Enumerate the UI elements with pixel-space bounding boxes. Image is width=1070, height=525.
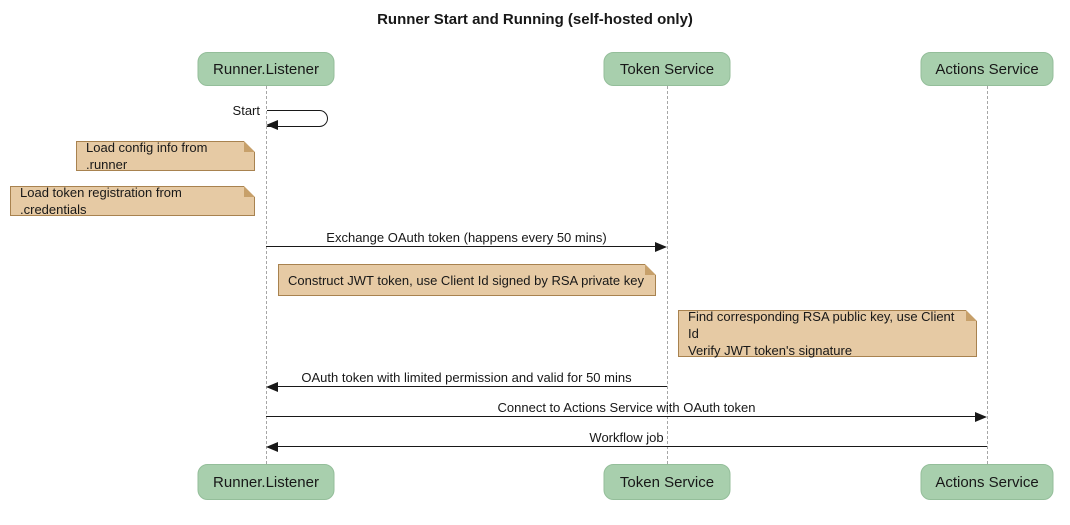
arrowhead-right-icon bbox=[975, 412, 987, 422]
participant-label: Token Service bbox=[619, 473, 715, 491]
arrowhead-left-icon bbox=[266, 120, 278, 130]
participant-label: Actions Service bbox=[935, 473, 1039, 491]
lifeline-actions-service bbox=[987, 86, 988, 464]
message-oauth-token-back-line bbox=[278, 386, 667, 387]
message-exchange-oauth-line bbox=[266, 246, 655, 247]
diagram-title: Runner Start and Running (self-hosted on… bbox=[377, 11, 693, 28]
message-workflow-job-label: Workflow job bbox=[589, 430, 664, 445]
arrowhead-right-icon bbox=[655, 242, 667, 252]
self-message-start-label: Start bbox=[232, 103, 260, 118]
message-oauth-token-back-label: OAuth token with limited permission and … bbox=[301, 370, 632, 385]
message-connect-actions-label: Connect to Actions Service with OAuth to… bbox=[497, 400, 756, 415]
message-workflow-job-line bbox=[278, 446, 987, 447]
arrowhead-left-icon bbox=[266, 382, 278, 392]
participant-label: Actions Service bbox=[935, 60, 1039, 78]
note-load-config: Load config info from .runner bbox=[76, 140, 255, 172]
arrowhead-left-icon bbox=[266, 442, 278, 452]
note-load-token-registration: Load token registration from .credential… bbox=[10, 185, 255, 217]
participant-runner-listener-bottom: Runner.Listener bbox=[197, 464, 335, 500]
participant-label: Runner.Listener bbox=[213, 473, 319, 491]
lifeline-runner-listener bbox=[266, 86, 267, 464]
participant-actions-service-bottom: Actions Service bbox=[920, 464, 1054, 500]
self-message-loop bbox=[267, 110, 328, 127]
participant-token-service-bottom: Token Service bbox=[603, 464, 731, 500]
participant-label: Runner.Listener bbox=[213, 60, 319, 78]
participant-actions-service-top: Actions Service bbox=[920, 52, 1054, 86]
note-find-rsa-key: Find corresponding RSA public key, use C… bbox=[678, 309, 977, 358]
participant-label: Token Service bbox=[619, 60, 715, 78]
participant-token-service-top: Token Service bbox=[603, 52, 731, 86]
participant-runner-listener-top: Runner.Listener bbox=[197, 52, 335, 86]
lifeline-token-service bbox=[667, 86, 668, 464]
note-construct-jwt: Construct JWT token, use Client Id signe… bbox=[278, 264, 656, 296]
message-exchange-oauth-label: Exchange OAuth token (happens every 50 m… bbox=[326, 230, 607, 245]
message-connect-actions-line bbox=[266, 416, 975, 417]
